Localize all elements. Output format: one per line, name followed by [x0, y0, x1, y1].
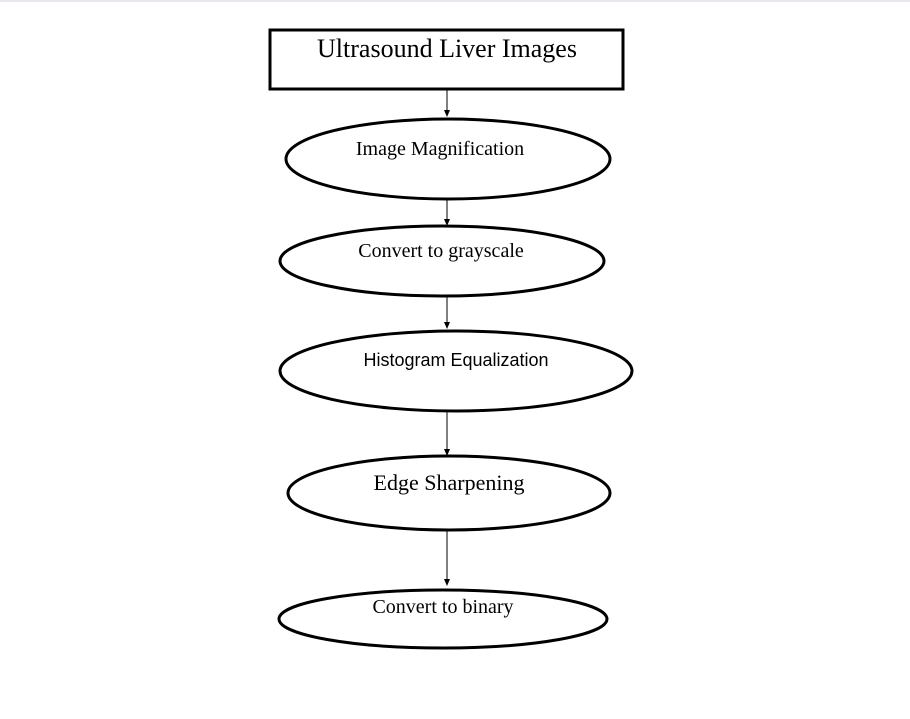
step-label: Convert to grayscale [358, 240, 524, 262]
step-label: Convert to binary [372, 596, 513, 618]
step-node-convert-to-grayscale: Convert to grayscale [278, 224, 606, 298]
source-node: Ultrasound Liver Images [268, 28, 625, 91]
source-node-label: Ultrasound Liver Images [317, 34, 577, 63]
step-label: Image Magnification [356, 138, 524, 160]
step-node-edge-sharpening: Edge Sharpening [286, 454, 612, 532]
step-label: Edge Sharpening [374, 470, 525, 495]
step-node-image-magnification: Image Magnification [284, 117, 612, 201]
step-label: Histogram Equalization [363, 350, 548, 370]
step-node-convert-to-binary: Convert to binary [277, 588, 609, 650]
top-border [0, 0, 910, 2]
step-node-histogram-equalization: Histogram Equalization [278, 329, 634, 413]
